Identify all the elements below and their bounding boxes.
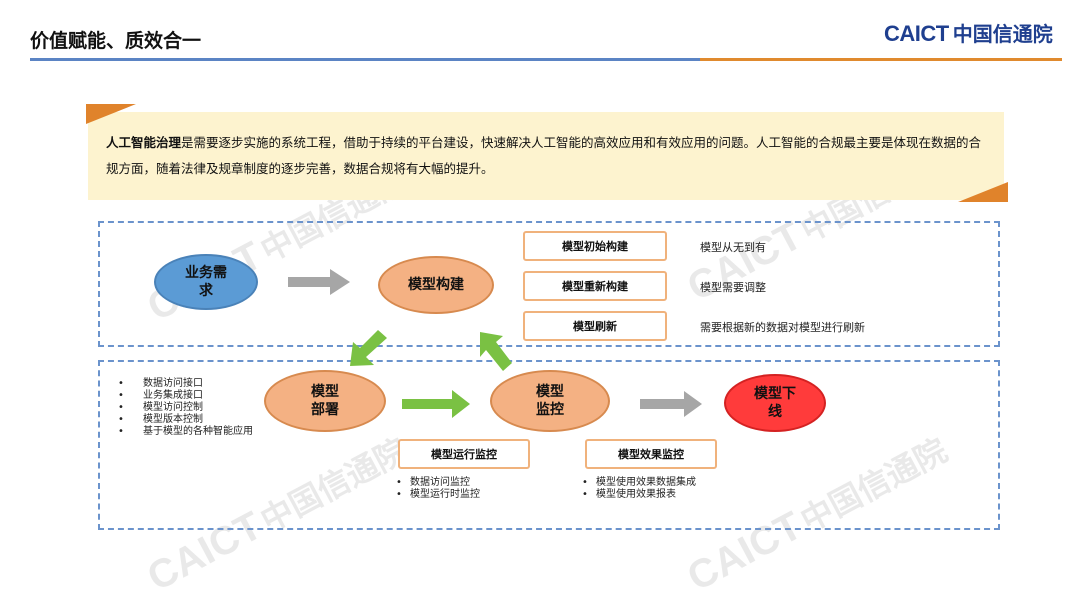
list-item: 模型使用效果报表 — [582, 489, 696, 501]
intro-bold: 人工智能治理 — [106, 135, 182, 150]
box-refresh: 模型刷新 — [523, 311, 667, 341]
list-item: 数据访问监控 — [396, 477, 480, 489]
header-rule-blue — [30, 58, 700, 61]
box-run-monitor: 模型运行监控 — [398, 439, 530, 469]
list-item: 模型版本控制 — [118, 414, 253, 426]
box-initial-build: 模型初始构建 — [523, 231, 667, 261]
list-item: 业务集成接口 — [118, 390, 253, 402]
arrow-build-to-deploy — [350, 330, 387, 366]
arrow-business-to-build — [288, 269, 350, 295]
intro-panel — [88, 112, 1004, 200]
effect-monitor-list: 模型使用效果数据集成 模型使用效果报表 — [582, 477, 696, 501]
desc-refresh: 需要根据新的数据对模型进行刷新 — [700, 321, 865, 334]
box-run-monitor-label: 模型运行监控 — [431, 448, 497, 461]
arrow-deploy-to-monitor — [402, 390, 470, 418]
list-item: 模型使用效果数据集成 — [582, 477, 696, 489]
run-monitor-list: 数据访问监控 模型运行时监控 — [396, 477, 480, 501]
node-model-deploy: 模型部署 — [264, 370, 386, 432]
logo-en-text: CAICT — [884, 21, 949, 46]
deploy-feature-list: 数据访问接口 业务集成接口 模型访问控制 模型版本控制 基于模型的各种智能应用 — [118, 378, 253, 438]
logo-cn-text: 中国信通院 — [952, 22, 1053, 46]
node-build-label: 模型构建 — [408, 277, 464, 293]
operate-region — [98, 360, 1000, 530]
box-effect-monitor-label: 模型效果监控 — [618, 448, 684, 461]
list-item: 模型运行时监控 — [396, 489, 480, 501]
arrow-monitor-to-offline — [640, 391, 702, 417]
node-model-offline: 模型下线 — [724, 374, 826, 432]
intro-body: 是需要逐步实施的系统工程，借助于持续的平台建设，快速解决人工智能的高效应用和有效… — [106, 135, 982, 176]
node-model-monitor: 模型监控 — [490, 370, 610, 432]
box-rebuild-label: 模型重新构建 — [562, 280, 628, 293]
node-deploy-label: 模型部署 — [311, 384, 339, 418]
corner-accent-top-left — [86, 104, 136, 124]
page-title: 价值赋能、质效合一 — [30, 30, 202, 52]
intro-text: 人工智能治理是需要逐步实施的系统工程，借助于持续的平台建设，快速解决人工智能的高… — [106, 130, 990, 182]
desc-initial-build: 模型从无到有 — [700, 241, 766, 254]
box-refresh-label: 模型刷新 — [573, 320, 617, 333]
list-item: 模型访问控制 — [118, 402, 253, 414]
node-model-build: 模型构建 — [378, 256, 494, 314]
box-rebuild: 模型重新构建 — [523, 271, 667, 301]
desc-rebuild: 模型需要调整 — [700, 281, 766, 294]
build-region — [98, 221, 1000, 347]
list-item: 基于模型的各种智能应用 — [118, 426, 253, 438]
node-business-demand: 业务需求 — [154, 254, 258, 310]
list-item: 数据访问接口 — [118, 378, 253, 390]
node-offline-label: 模型下线 — [754, 386, 796, 420]
node-monitor-label: 模型监控 — [536, 384, 564, 418]
box-effect-monitor: 模型效果监控 — [585, 439, 717, 469]
arrow-monitor-to-build — [480, 332, 512, 371]
box-initial-build-label: 模型初始构建 — [562, 240, 628, 253]
header-rule-orange — [700, 58, 1062, 61]
corner-accent-bottom-right — [958, 182, 1008, 202]
node-business-label: 业务需求 — [185, 265, 227, 299]
